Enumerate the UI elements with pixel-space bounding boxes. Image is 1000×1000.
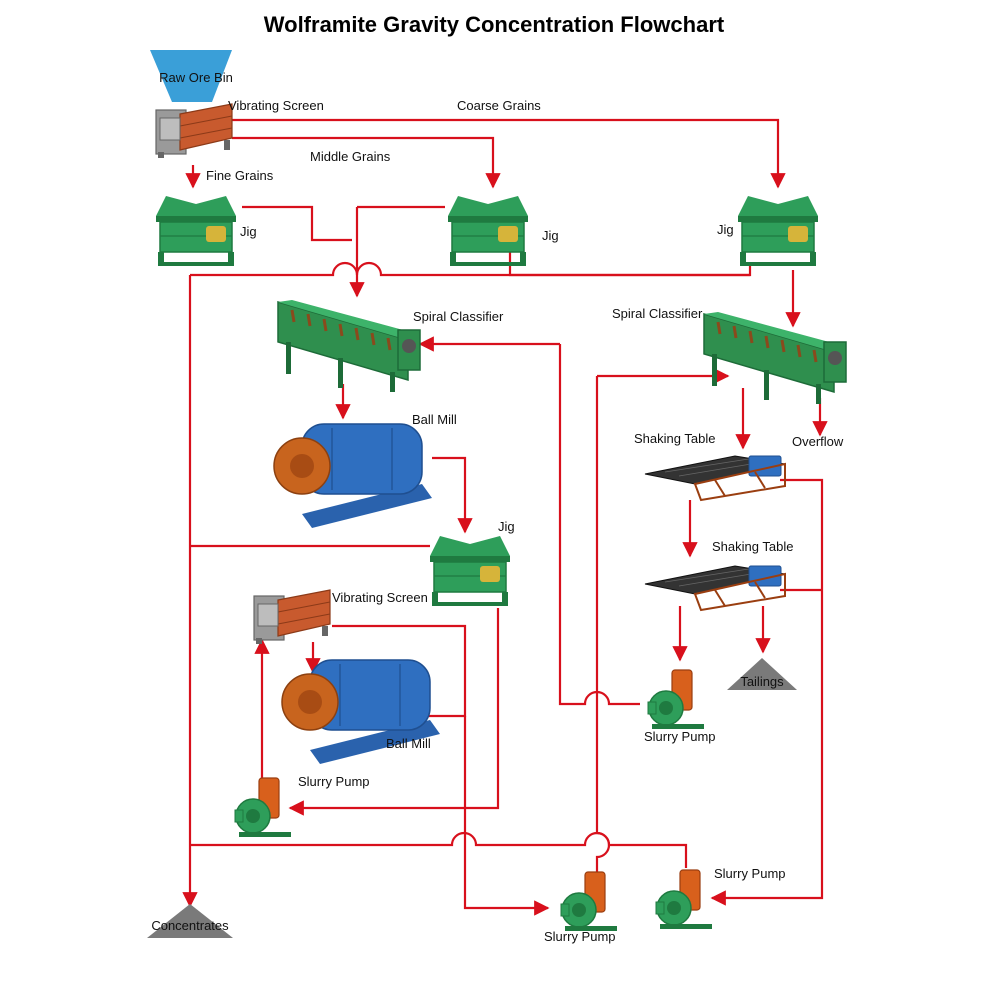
slurry-pump-icon xyxy=(560,871,618,932)
jig-2-label: Jig xyxy=(542,228,559,243)
vibrating-screen-icon xyxy=(155,103,233,159)
fine-grains-label: Fine Grains xyxy=(206,168,274,183)
jig-icon xyxy=(155,195,237,267)
ball-mill-1: Ball Mill xyxy=(273,412,457,529)
slurry-pump-3-label: Slurry Pump xyxy=(544,929,616,944)
ball-mill-2: Ball Mill xyxy=(281,659,441,765)
ball-mill-2-label: Ball Mill xyxy=(386,736,431,751)
shaking-table-icon xyxy=(644,565,786,611)
shaking-table-icon xyxy=(644,455,786,501)
spiral-classifier-2-label: Spiral Classifier xyxy=(612,306,703,321)
flow-lines xyxy=(182,118,828,916)
bin-icon xyxy=(150,50,232,102)
tailings-label: Tailings xyxy=(740,674,784,689)
slurry-pump-1-label: Slurry Pump xyxy=(644,729,716,744)
jig-4: Jig xyxy=(429,519,515,607)
tailings-pile: Tailings xyxy=(727,658,797,690)
vibrating-screen-1: Vibrating Screen xyxy=(155,98,324,159)
shaking-table-1: Shaking Table xyxy=(634,431,786,501)
page-title: Wolframite Gravity Concentration Flowcha… xyxy=(264,12,725,37)
concentrates-pile-icon xyxy=(147,904,233,938)
jig-1-label: Jig xyxy=(240,224,257,239)
jig-1: Jig xyxy=(155,195,257,267)
classifier-icon xyxy=(702,310,848,406)
concentrates-label: Concentrates xyxy=(151,918,229,933)
slurry-pump-1: Slurry Pump xyxy=(644,669,716,744)
jig-2: Jig xyxy=(447,195,559,267)
slurry-pump-icon xyxy=(234,777,292,838)
jig-3-label: Jig xyxy=(717,222,734,237)
vibrating-screen-2-label: Vibrating Screen xyxy=(332,590,428,605)
jig-icon xyxy=(429,535,511,607)
shaking-table-2-label: Shaking Table xyxy=(712,539,793,554)
slurry-pump-icon xyxy=(655,869,713,930)
spiral-classifier-1: Spiral Classifier xyxy=(276,298,504,394)
tailings-pile-icon xyxy=(727,658,797,690)
shaking-table-2: Shaking Table xyxy=(644,539,793,611)
ball-mill-1-label: Ball Mill xyxy=(412,412,457,427)
raw-ore-bin: Raw Ore Bin xyxy=(150,50,233,102)
jig-3: Jig xyxy=(717,195,819,267)
shaking-table-1-label: Shaking Table xyxy=(634,431,715,446)
ball-mill-icon xyxy=(273,423,433,529)
coarse-grains-label: Coarse Grains xyxy=(457,98,541,113)
spiral-classifier-2: Spiral Classifier xyxy=(612,306,848,406)
spiral-classifier-1-label: Spiral Classifier xyxy=(413,309,504,324)
jig-icon xyxy=(447,195,529,267)
concentrates-pile: Concentrates xyxy=(147,904,233,938)
overflow-label: Overflow xyxy=(792,434,844,449)
middle-grains-label: Middle Grains xyxy=(310,149,391,164)
slurry-pump-2: Slurry Pump xyxy=(234,774,370,838)
slurry-pump-2-label: Slurry Pump xyxy=(298,774,370,789)
slurry-pump-3: Slurry Pump xyxy=(544,871,618,944)
slurry-pump-icon xyxy=(647,669,705,730)
vibrating-screen-1-label: Vibrating Screen xyxy=(228,98,324,113)
raw-ore-bin-label: Raw Ore Bin xyxy=(159,70,233,85)
vibrating-screen-2: Vibrating Screen xyxy=(253,589,428,645)
classifier-icon xyxy=(276,298,422,394)
slurry-pump-4: Slurry Pump xyxy=(655,866,786,930)
jig-icon xyxy=(737,195,819,267)
vibrating-screen-icon xyxy=(253,589,331,645)
jig-4-label: Jig xyxy=(498,519,515,534)
slurry-pump-4-label: Slurry Pump xyxy=(714,866,786,881)
